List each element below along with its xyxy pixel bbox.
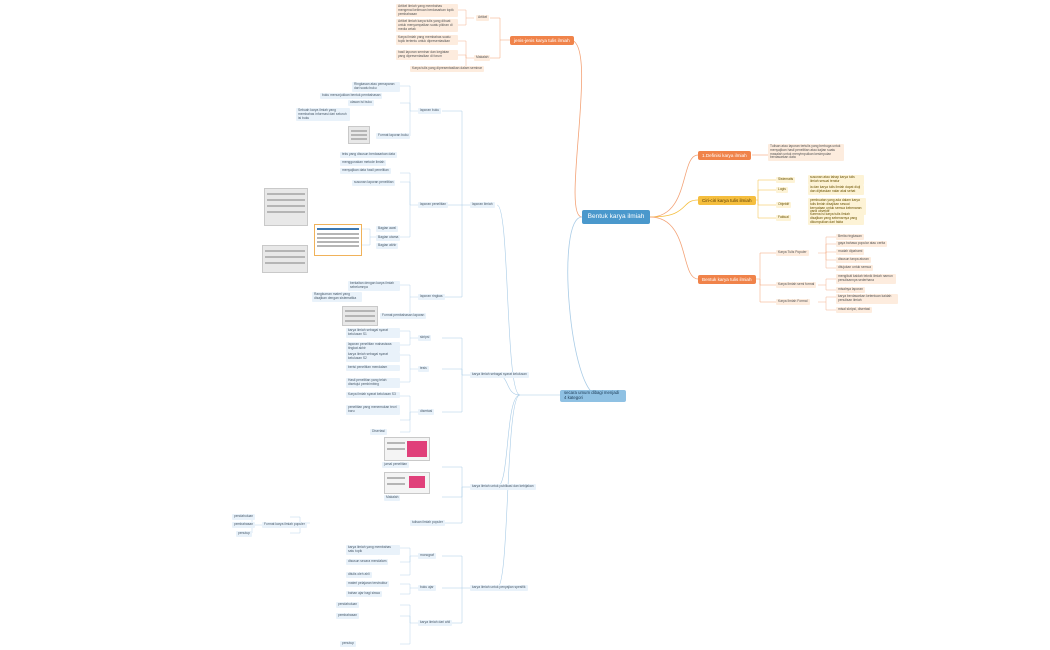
penelitian-item-3: menyajikan data hasil penelitian (340, 168, 391, 174)
populer-item-5: ditujukan untuk semua (836, 265, 873, 271)
semi-formal-item-2: misalnya laporan (836, 287, 865, 293)
ciri-text-sistematis: susunan atau tahap karya tulis ilmiah se… (808, 175, 864, 185)
publikasi-jurnal[interactable]: jurnal penelitian (382, 462, 410, 468)
definisi-description: Tulisan atau laporan tertulis yang berbu… (768, 144, 844, 162)
semi-formal-item-1: mengikuti kaidah teknik ilmiah namun pen… (836, 274, 896, 284)
tesis-item-1: karya ilmiah sebagai syarat kelulusan S2 (346, 352, 400, 362)
populer-pembahasan: pembahasan (232, 522, 256, 528)
format-ringkas-thumbnail (342, 306, 378, 326)
laporan-buku-item-5: Format laporan buku (376, 133, 411, 139)
kelulusan-tesis[interactable]: tesis (418, 366, 429, 372)
makalah-thumbnail (384, 472, 430, 494)
publikasi-makalah[interactable]: Makalah (384, 495, 401, 501)
bentuk-formal[interactable]: Karya Ilmiah Formal (776, 299, 810, 305)
format-buku-thumbnail (348, 126, 370, 144)
populer-item-1: Berita ringkasan (836, 234, 864, 240)
populer-penutup: penutup (236, 531, 252, 537)
ciri-tag-logis[interactable]: Logis (776, 187, 788, 193)
laporan-penelitian[interactable]: laporan penelitian (418, 202, 449, 208)
populer-pendahuluan: pendahuluan (232, 514, 256, 520)
tesis-item-2: berisi penelitian mendalam (346, 365, 400, 371)
monograf-item-1: karya ilmiah yang membahas satu topik (346, 545, 400, 555)
kategori-laporan-ilmiah[interactable]: laporan ilmiah (470, 202, 495, 208)
format-populer[interactable]: Format karya ilmiah populer (262, 522, 307, 528)
spesifik-buku-ajar[interactable]: buku ajar (418, 585, 436, 591)
kelulusan-disertasi[interactable]: disertasi (418, 409, 435, 415)
artikel-item-1: Artikel ilmiah yang membahas mengenai ke… (396, 4, 458, 18)
kelulusan-skripsi[interactable]: skripsi (418, 335, 432, 341)
spesifik-ahli[interactable]: karya ilmiah dari ahli (418, 620, 453, 626)
ringkas-item-1: berkaitan dengan karya ilmiah sebelumnya (348, 281, 400, 291)
branch-ciri-ciri[interactable]: Ciri-ciri karya tulis ilmiah (698, 196, 756, 205)
contoh-thumbnail-2 (262, 245, 308, 273)
populer-item-4: disusun tanpa aturan (836, 257, 871, 263)
disertasi-item-3: Disertasi (370, 429, 387, 435)
publikasi-populer[interactable]: tulisan ilmiah populer (410, 520, 445, 526)
laporan-buku-item-4: Sebuah karya ilmiah yang membahas inform… (296, 108, 350, 122)
bentuk-semi-formal[interactable]: Karya Ilmiah semi formal (776, 282, 817, 288)
branch-definisi[interactable]: 1.Definisi karya ilmiah (698, 151, 751, 160)
branch-kategori[interactable]: secara umum dibagi menjadi 4 kategori (560, 390, 626, 402)
ringkas-item-2: Rangkuman materi yang disajikan dengan s… (312, 292, 362, 302)
ciri-tag-sistematis[interactable]: Sistematis (776, 177, 796, 183)
kategori-publikasi[interactable]: karya ilmiah untuk publikasi dan kebijak… (470, 484, 536, 490)
skripsi-item-1: karya ilmiah sebagai syarat kelulusan S1 (346, 328, 400, 338)
makalah-item-2: hasil laporan seminar dan kegiatan yang … (396, 50, 458, 60)
makalah-item-1: Karya ilmiah yang membahas suatu topik t… (396, 35, 458, 45)
ciri-text-faktual: Karena isi karya tulis ilmiah disajikan … (808, 212, 864, 226)
laporan-buku[interactable]: laporan buku (418, 108, 442, 114)
laporan-buku-item-1: Ringkasan atau pemaparan dari suatu buku (352, 82, 400, 92)
bentuk-populer[interactable]: Karya Tulis Populer (776, 250, 809, 256)
monograf-item-3: ditulis oleh ahli (346, 572, 372, 578)
penelitian-item-2: menggunakan metode ilmiah (340, 160, 387, 166)
disertasi-item-2: penelitian yang menemukan teori baru (346, 405, 400, 415)
disertasi-item-1: Karya ilmiah syarat kelulusan S3 (346, 392, 400, 398)
jenis-tag-makalah[interactable]: Makalah (474, 55, 491, 61)
laporan-buku-item-2: ulasan isi buku (348, 100, 374, 106)
penelitian-item-4: susunan laporan penelitian (352, 180, 396, 186)
makalah-item-3: Karya tulis yang dipresentasikan dalam s… (410, 66, 485, 72)
kategori-spesifik[interactable]: karya ilmiah untuk penyajian spesifik (470, 585, 528, 591)
susunan-penelitian-thumbnail (314, 224, 362, 256)
branch-bentuk[interactable]: Bentuk karya tulis ilmiah (698, 275, 756, 284)
spesifik-monograf[interactable]: monograf (418, 553, 436, 559)
populer-item-3: mudah dipahami (836, 249, 865, 255)
buku-ajar-item-1: materi pelajaran terstruktur (346, 581, 390, 587)
penelitian-item-1: teks yang disusun berdasarkan data (340, 152, 397, 158)
ciri-tag-objektif[interactable]: Objektif (776, 202, 792, 208)
populer-item-2: gaya bahasa popular atau cerita (836, 241, 888, 247)
formal-item-2: misal skripsi, disertasi (836, 307, 873, 313)
penelitian-bagian-akhir[interactable]: Bagian akhir (376, 243, 399, 249)
ciri-text-logis: ia dan karya tulis ilmiah dapat diuji da… (808, 185, 864, 195)
ahli-pendahuluan: pendahuluan (336, 602, 360, 608)
penelitian-bagian-utama[interactable]: Bagian utama (376, 235, 401, 241)
monograf-item-2: disusun secara mendalam (346, 559, 389, 565)
ciri-text-objektif: pembuatan yang ada dalam karya tulis ilm… (808, 198, 866, 216)
skripsi-item-2: laporan penelitian mahasiswa tingkat akh… (346, 342, 400, 352)
buku-ajar-item-2: bahan ajar bagi siswa (346, 591, 382, 597)
ciri-tag-faktual[interactable]: Faktual (776, 215, 791, 221)
ahli-penutup: penutup (340, 641, 356, 647)
kategori-kelulusan[interactable]: karya ilmiah sebagai syarat kelulusan (470, 372, 529, 378)
laporan-buku-item-3: buku menunjukkan bentuk pembahasan (320, 93, 383, 99)
root-node[interactable]: Bentuk karya ilmiah (582, 210, 650, 224)
formal-item-1: karya berdasarkan ketentuan kaidah penul… (836, 294, 898, 304)
branch-jenis-jenis[interactable]: jenis-jenis karya tulis ilmiah (510, 36, 574, 45)
ringkas-item-3: Format pembahasan laporan (380, 313, 427, 319)
jurnal-thumbnail (384, 437, 430, 461)
contoh-thumbnail-1 (264, 188, 308, 226)
jenis-tag-artikel[interactable]: Artikel (476, 15, 490, 21)
laporan-ringkas[interactable]: laporan ringkas (418, 294, 445, 300)
artikel-item-2: Artikel ilmiah karya tulis yang dibuat u… (396, 19, 458, 33)
ahli-pembahasan: pembahasan (336, 613, 360, 619)
penelitian-bagian-awal[interactable]: Bagian awal (376, 226, 398, 232)
tesis-item-3: Hasil penelitian yang telah disetujui pe… (346, 378, 400, 388)
